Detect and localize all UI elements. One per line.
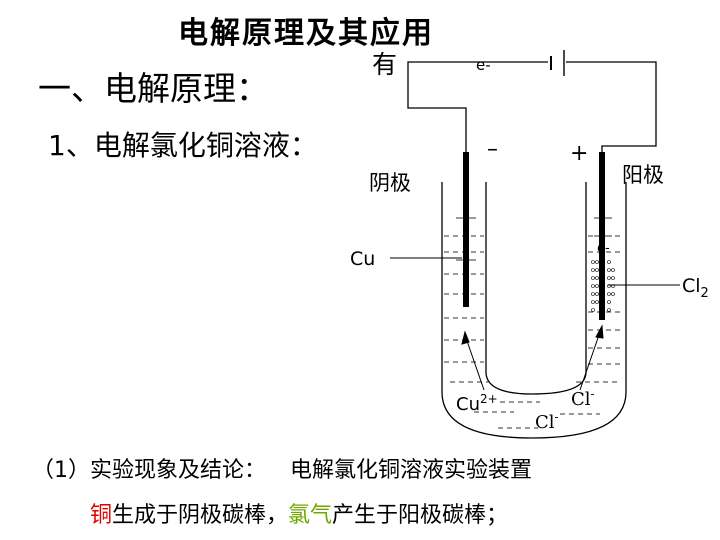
anode-label: 阳极 (622, 163, 664, 187)
heading-copper-chloride: 1、电解氯化铜溶液： (48, 129, 318, 162)
electron-label-anode: e- (597, 241, 610, 256)
caption-row: （1）实验现象及结论： 电解氯化铜溶液实验装置 (32, 452, 532, 484)
cl-ion-label-1: Cl- (571, 387, 595, 410)
ion-arrows (461, 324, 604, 391)
electron-label-top: e- (476, 56, 491, 74)
electrode-ticks (456, 217, 612, 261)
experiment-observation-heading: （1）实验现象及结论： (32, 458, 266, 483)
circuit-wires (407, 61, 657, 154)
label-top-left: 有 (372, 50, 397, 79)
chlorine-word: 氯气 (288, 503, 333, 528)
cl-ion-2-superscript: - (555, 410, 559, 424)
cl2-label: Cl2 (682, 275, 709, 301)
plus-sign: + (570, 141, 588, 166)
cu2-ion-main: Cu (456, 394, 480, 415)
cl-ion-2-main: Cl (535, 412, 555, 433)
conclusion-text-1: 生成于阴极碳棒， (112, 503, 289, 528)
slide-title: 电解原理及其应用 (178, 16, 434, 51)
chlorine-bubbles (591, 260, 615, 312)
minus-sign: – (487, 137, 498, 162)
cu2-ion-superscript: 2+ (480, 392, 498, 406)
cl-ion-1-superscript: - (591, 387, 595, 401)
cathode-rod (463, 152, 469, 307)
cu2-ion-label: Cu2+ (456, 392, 498, 415)
conclusion-line: 铜生成于阴极碳棒，氯气产生于阳极碳棒； (90, 497, 508, 529)
apparatus-caption: 电解氯化铜溶液实验装置 (290, 458, 533, 483)
leader-lines (390, 257, 680, 286)
cl-ion-label-2: Cl- (535, 410, 559, 433)
conclusion-text-2: 产生于阳极碳棒； (332, 503, 509, 528)
cl2-label-subscript: 2 (701, 286, 709, 301)
cl2-label-main: Cl (682, 275, 701, 297)
copper-word: 铜 (90, 503, 113, 528)
cu-label: Cu (350, 248, 375, 270)
cl-ion-1-main: Cl (571, 389, 591, 410)
battery-icon (550, 50, 565, 76)
heading-electrolysis-principle: 一、电解原理： (38, 69, 269, 108)
anode-rod (599, 152, 605, 320)
cathode-label: 阴极 (369, 171, 411, 195)
